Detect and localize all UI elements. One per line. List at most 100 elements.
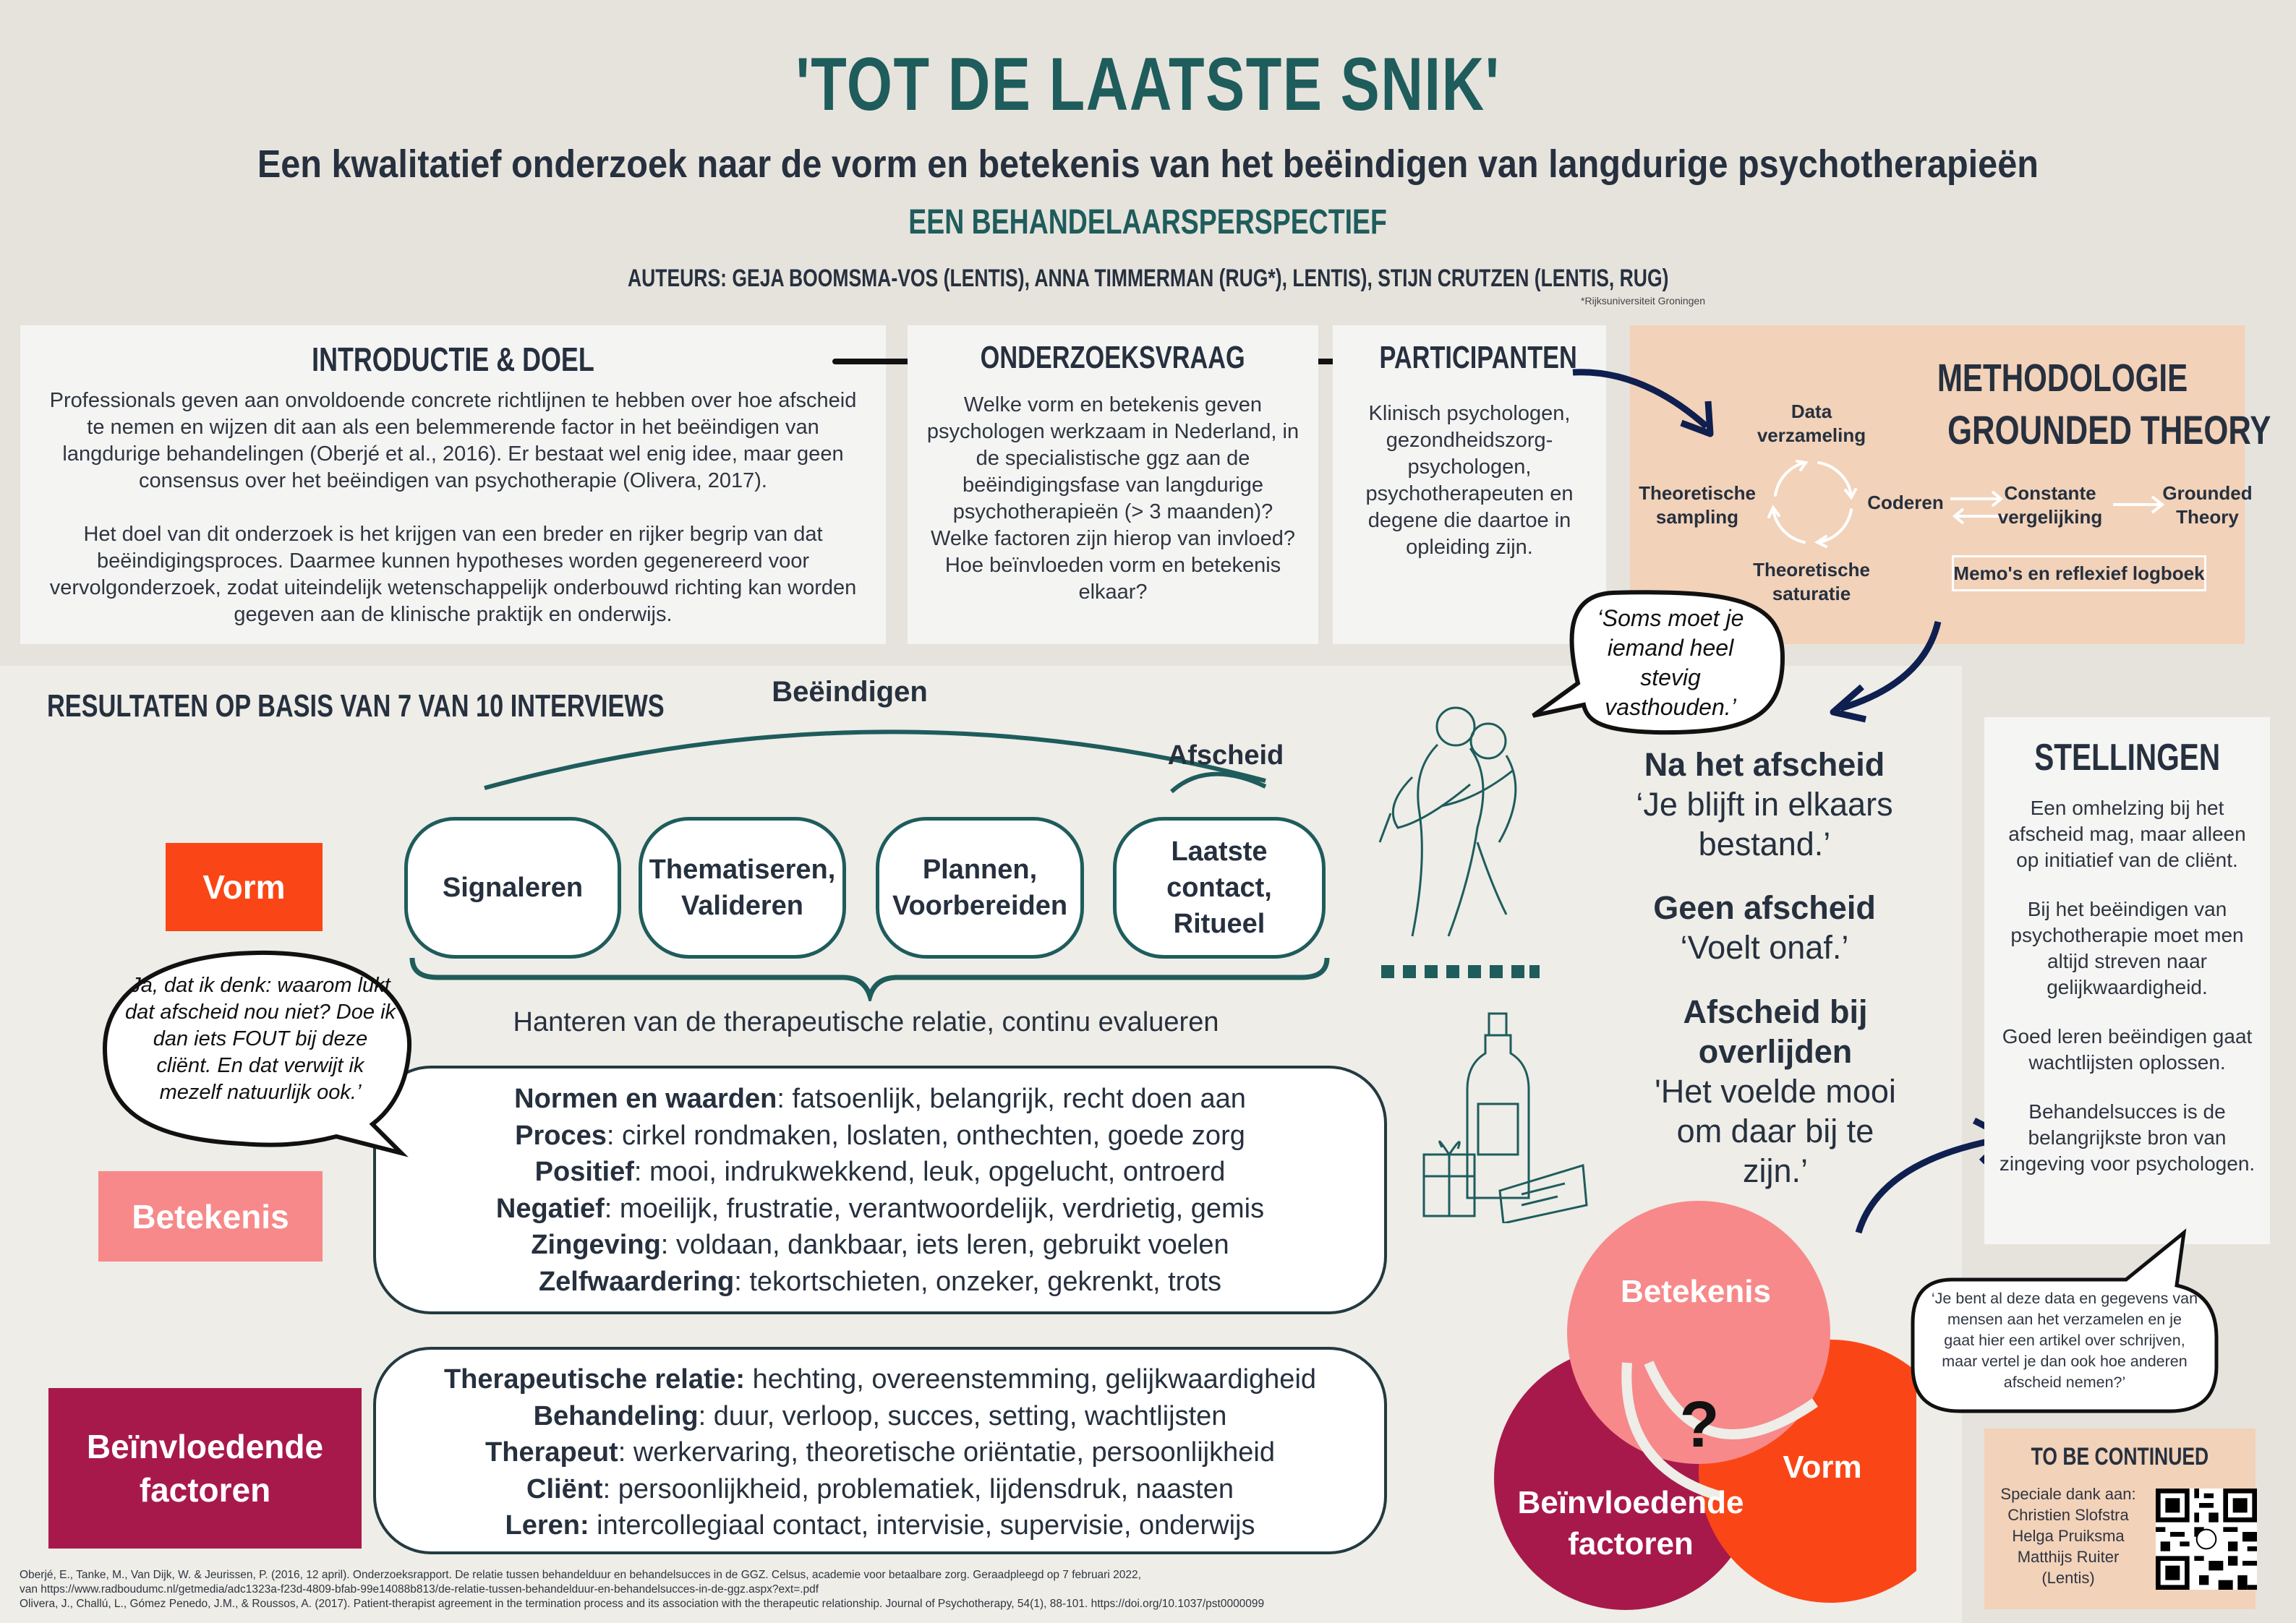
intro-heading: INTRODUCTIE & DOEL — [312, 341, 594, 378]
label-betekenis: Betekenis — [98, 1171, 323, 1262]
footnote: *Rijksuniversiteit Groningen — [1581, 295, 1705, 307]
quote-right: ‘Je bent al deze data en gegevens van me… — [1931, 1290, 2198, 1391]
brace-icon — [409, 957, 1330, 1001]
meaning-item: Negatief: moeilijk, frustratie, verantwo… — [376, 1191, 1384, 1228]
factor-item: Cliënt: persoonlijkheid, problematiek, l… — [376, 1471, 1384, 1508]
speech-bubble-shape — [1532, 590, 1785, 735]
thanks-label: Speciale dank aan: — [2000, 1485, 2136, 1503]
meaning-key: Zelfwaardering — [538, 1266, 735, 1297]
quote-left: Ja, dat ik denk: waarom lukt dat afschei… — [124, 974, 396, 1104]
exchange-arrows-icon — [1950, 490, 2005, 525]
participants-heading: PARTICIPANTEN — [1379, 340, 1577, 375]
factor-item: Behandeling: duur, verloop, succes, sett… — [376, 1398, 1384, 1435]
thanks-name: Matthijs Ruiter — [2017, 1548, 2120, 1566]
method-subheading: GROUNDED THEORY — [1947, 407, 2271, 453]
factor-key: Therapeut — [485, 1437, 618, 1468]
factor-item: Therapeutische relatie: hechting, overee… — [376, 1361, 1384, 1398]
outcome-title: Afscheid bij overlijden — [1683, 993, 1868, 1070]
meaning-item: Positief: mooi, indrukwekkend, leuk, opg… — [376, 1154, 1384, 1191]
title-wrap: 'TOT DE LAATSTE SNIK' — [0, 42, 2296, 128]
curved-arrow-icon — [1830, 620, 1942, 723]
speech-bubble-shape — [1911, 1228, 2219, 1413]
thanks-name: Christien Slofstra — [2007, 1506, 2129, 1524]
label-factoren: Beïnvloedende factoren — [48, 1388, 362, 1549]
results-heading-wrap: RESULTATEN OP BASIS VAN 7 VAN 10 INTERVI… — [47, 688, 838, 724]
meaning-key: Positief — [534, 1157, 634, 1187]
venn-center-question: ? — [1679, 1389, 1720, 1461]
meaning-item: Proces: cirkel rondmaken, loslaten, onth… — [376, 1118, 1384, 1155]
reference-link[interactable]: van https://www.radboudumc.nl/getmedia/a… — [20, 1583, 819, 1596]
meaning-value: : mooi, indrukwekkend, leuk, opgelucht, … — [633, 1157, 1226, 1187]
stelling-item: Goed leren beëindigen gaat wachtlijsten … — [2002, 1025, 2253, 1074]
outcome-quote: ‘Voelt onaf.’ — [1680, 929, 1849, 966]
intro-paragraph-1: Professionals geven aan onvoldoende conc… — [49, 389, 857, 492]
cycle-sampling: Theoretische sampling — [1639, 482, 1756, 528]
meaning-value: : voldaan, dankbaar, iets leren, gebruik… — [660, 1230, 1229, 1260]
outcome-after: Na het afscheid ‘Je blijft in elkaars be… — [1591, 745, 1938, 864]
participants-text: Klinisch psychologen, gezondheidszorg-ps… — [1365, 402, 1574, 559]
qr-code-icon[interactable] — [2156, 1489, 2257, 1590]
thanks-org: (Lentis) — [2041, 1569, 2095, 1587]
meaning-item: Normen en waarden: fatsoenlijk, belangri… — [376, 1081, 1384, 1118]
intro-box: INTRODUCTIE & DOEL Professionals geven a… — [20, 325, 886, 644]
venn-diagram — [1494, 1201, 1916, 1610]
reference-line: Olivera, J., Challú, L., Gómez Penedo, J… — [20, 1598, 1265, 1610]
phase-thematizing: Thematiseren, Valideren — [639, 817, 846, 959]
outcome-none: Geen afscheid ‘Voelt onaf.’ — [1591, 888, 1938, 967]
intro-paragraph-2: Het doel van dit onderzoek is het krijge… — [49, 523, 857, 626]
meaning-value: : cirkel rondmaken, loslaten, onthechten… — [606, 1120, 1245, 1151]
speech-bubble-shape — [102, 950, 411, 1157]
constant-comparison: Constante vergelijking — [1997, 482, 2103, 528]
poster-title: 'TOT DE LAATSTE SNIK' — [795, 43, 1501, 127]
thanks-name: Helga Pruiksma — [2012, 1527, 2125, 1545]
memo-logbook: Memo's en reflexief logboek — [1952, 555, 2206, 591]
cycle-arrows-icon — [1767, 460, 1857, 548]
factor-key: Therapeutische relatie: — [443, 1364, 746, 1395]
meaning-key: Proces — [515, 1120, 607, 1151]
continuous-evaluation: Hanteren van de therapeutische relatie, … — [513, 1007, 1219, 1037]
stellingen-heading: STELLINGEN — [2034, 737, 2220, 779]
stelling-item: Bij het beëindigen van psychotherapie mo… — [2010, 898, 2244, 998]
stellingen-box: STELLINGEN Een omhelzing bij het afschei… — [1984, 717, 2270, 1244]
label-vorm: Vorm — [166, 843, 323, 931]
arrow-right-icon — [2113, 495, 2165, 514]
outcome-quote: ‘Je blijft in elkaars bestand.’ — [1636, 786, 1893, 862]
question-text: Welke vorm en betekenis geven psychologe… — [926, 393, 1299, 604]
venn-label-betekenis: Betekenis — [1621, 1274, 1771, 1309]
factor-item: Leren: intercollegiaal contact, intervis… — [376, 1507, 1384, 1544]
meaning-key: Normen en waarden — [514, 1084, 777, 1114]
outcome-quote: 'Het voelde mooi om daar bij te zijn.’ — [1655, 1073, 1896, 1189]
outcome-death: Afscheid bij overlijden 'Het voelde mooi… — [1620, 992, 1931, 1191]
hug-illustration-icon — [1378, 706, 1517, 937]
cycle-coding: Coderen — [1867, 492, 1944, 513]
factor-key: Behandeling — [533, 1400, 699, 1431]
reference-line: Oberjé, E., Tanke, M., Van Dijk, W. & Je… — [20, 1569, 1141, 1581]
authors-wrap: AUTEURS: GEJA BOOMSMA-VOS (LENTIS), ANNA… — [0, 265, 2296, 293]
continued-heading: TO BE CONTINUED — [2031, 1443, 2209, 1470]
meaning-item: Zelfwaardering: tekortschieten, onzeker,… — [376, 1264, 1384, 1301]
meaning-value: : tekortschieten, onzeker, gekrenkt, tro… — [734, 1266, 1222, 1297]
meaning-value: : moeilijk, frustratie, verantwoordelijk… — [604, 1193, 1265, 1224]
perspective: EEN BEHANDELAARSPERSPECTIEF — [908, 203, 1388, 241]
ending-label: Beëindigen — [772, 676, 928, 708]
question-box: ONDERZOEKSVRAAG Welke vorm en betekenis … — [908, 325, 1318, 644]
participants-box: PARTICIPANTEN Klinisch psychologen, gezo… — [1333, 325, 1606, 644]
factor-value: : werkervaring, theoretische oriëntatie,… — [618, 1437, 1275, 1468]
factor-item: Therapeut: werkervaring, theoretische or… — [376, 1434, 1384, 1471]
meaning-box: Normen en waarden: fatsoenlijk, belangri… — [373, 1066, 1387, 1314]
quote-hug: ‘Soms moet je iemand heel stevig vasthou… — [1597, 605, 1744, 720]
outcome-title: Na het afscheid — [1644, 746, 1885, 783]
gifts-illustration-icon — [1422, 1012, 1588, 1223]
meaning-key: Negatief — [495, 1193, 605, 1224]
poster-subtitle: Een kwalitatief onderzoek naar de vorm e… — [257, 142, 2039, 186]
thanks-list: Speciale dank aan: Christien Slofstra He… — [1992, 1483, 2144, 1588]
dotted-divider — [1381, 965, 1540, 978]
curved-arrow-icon — [1572, 369, 1714, 437]
meaning-item: Zingeving: voldaan, dankbaar, iets leren… — [376, 1227, 1384, 1264]
results-heading: RESULTATEN OP BASIS VAN 7 VAN 10 INTERVI… — [47, 688, 665, 724]
factor-value: : persoonlijkheid, problematiek, lijdens… — [602, 1473, 1234, 1504]
farewell-label: Afscheid — [1167, 740, 1284, 771]
grounded-theory-result: Grounded Theory — [2162, 482, 2253, 528]
continued-heading-wrap: TO BE CONTINUED — [1984, 1443, 2256, 1471]
stelling-item: Een omhelzing bij het afscheid mag, maar… — [2008, 797, 2246, 871]
